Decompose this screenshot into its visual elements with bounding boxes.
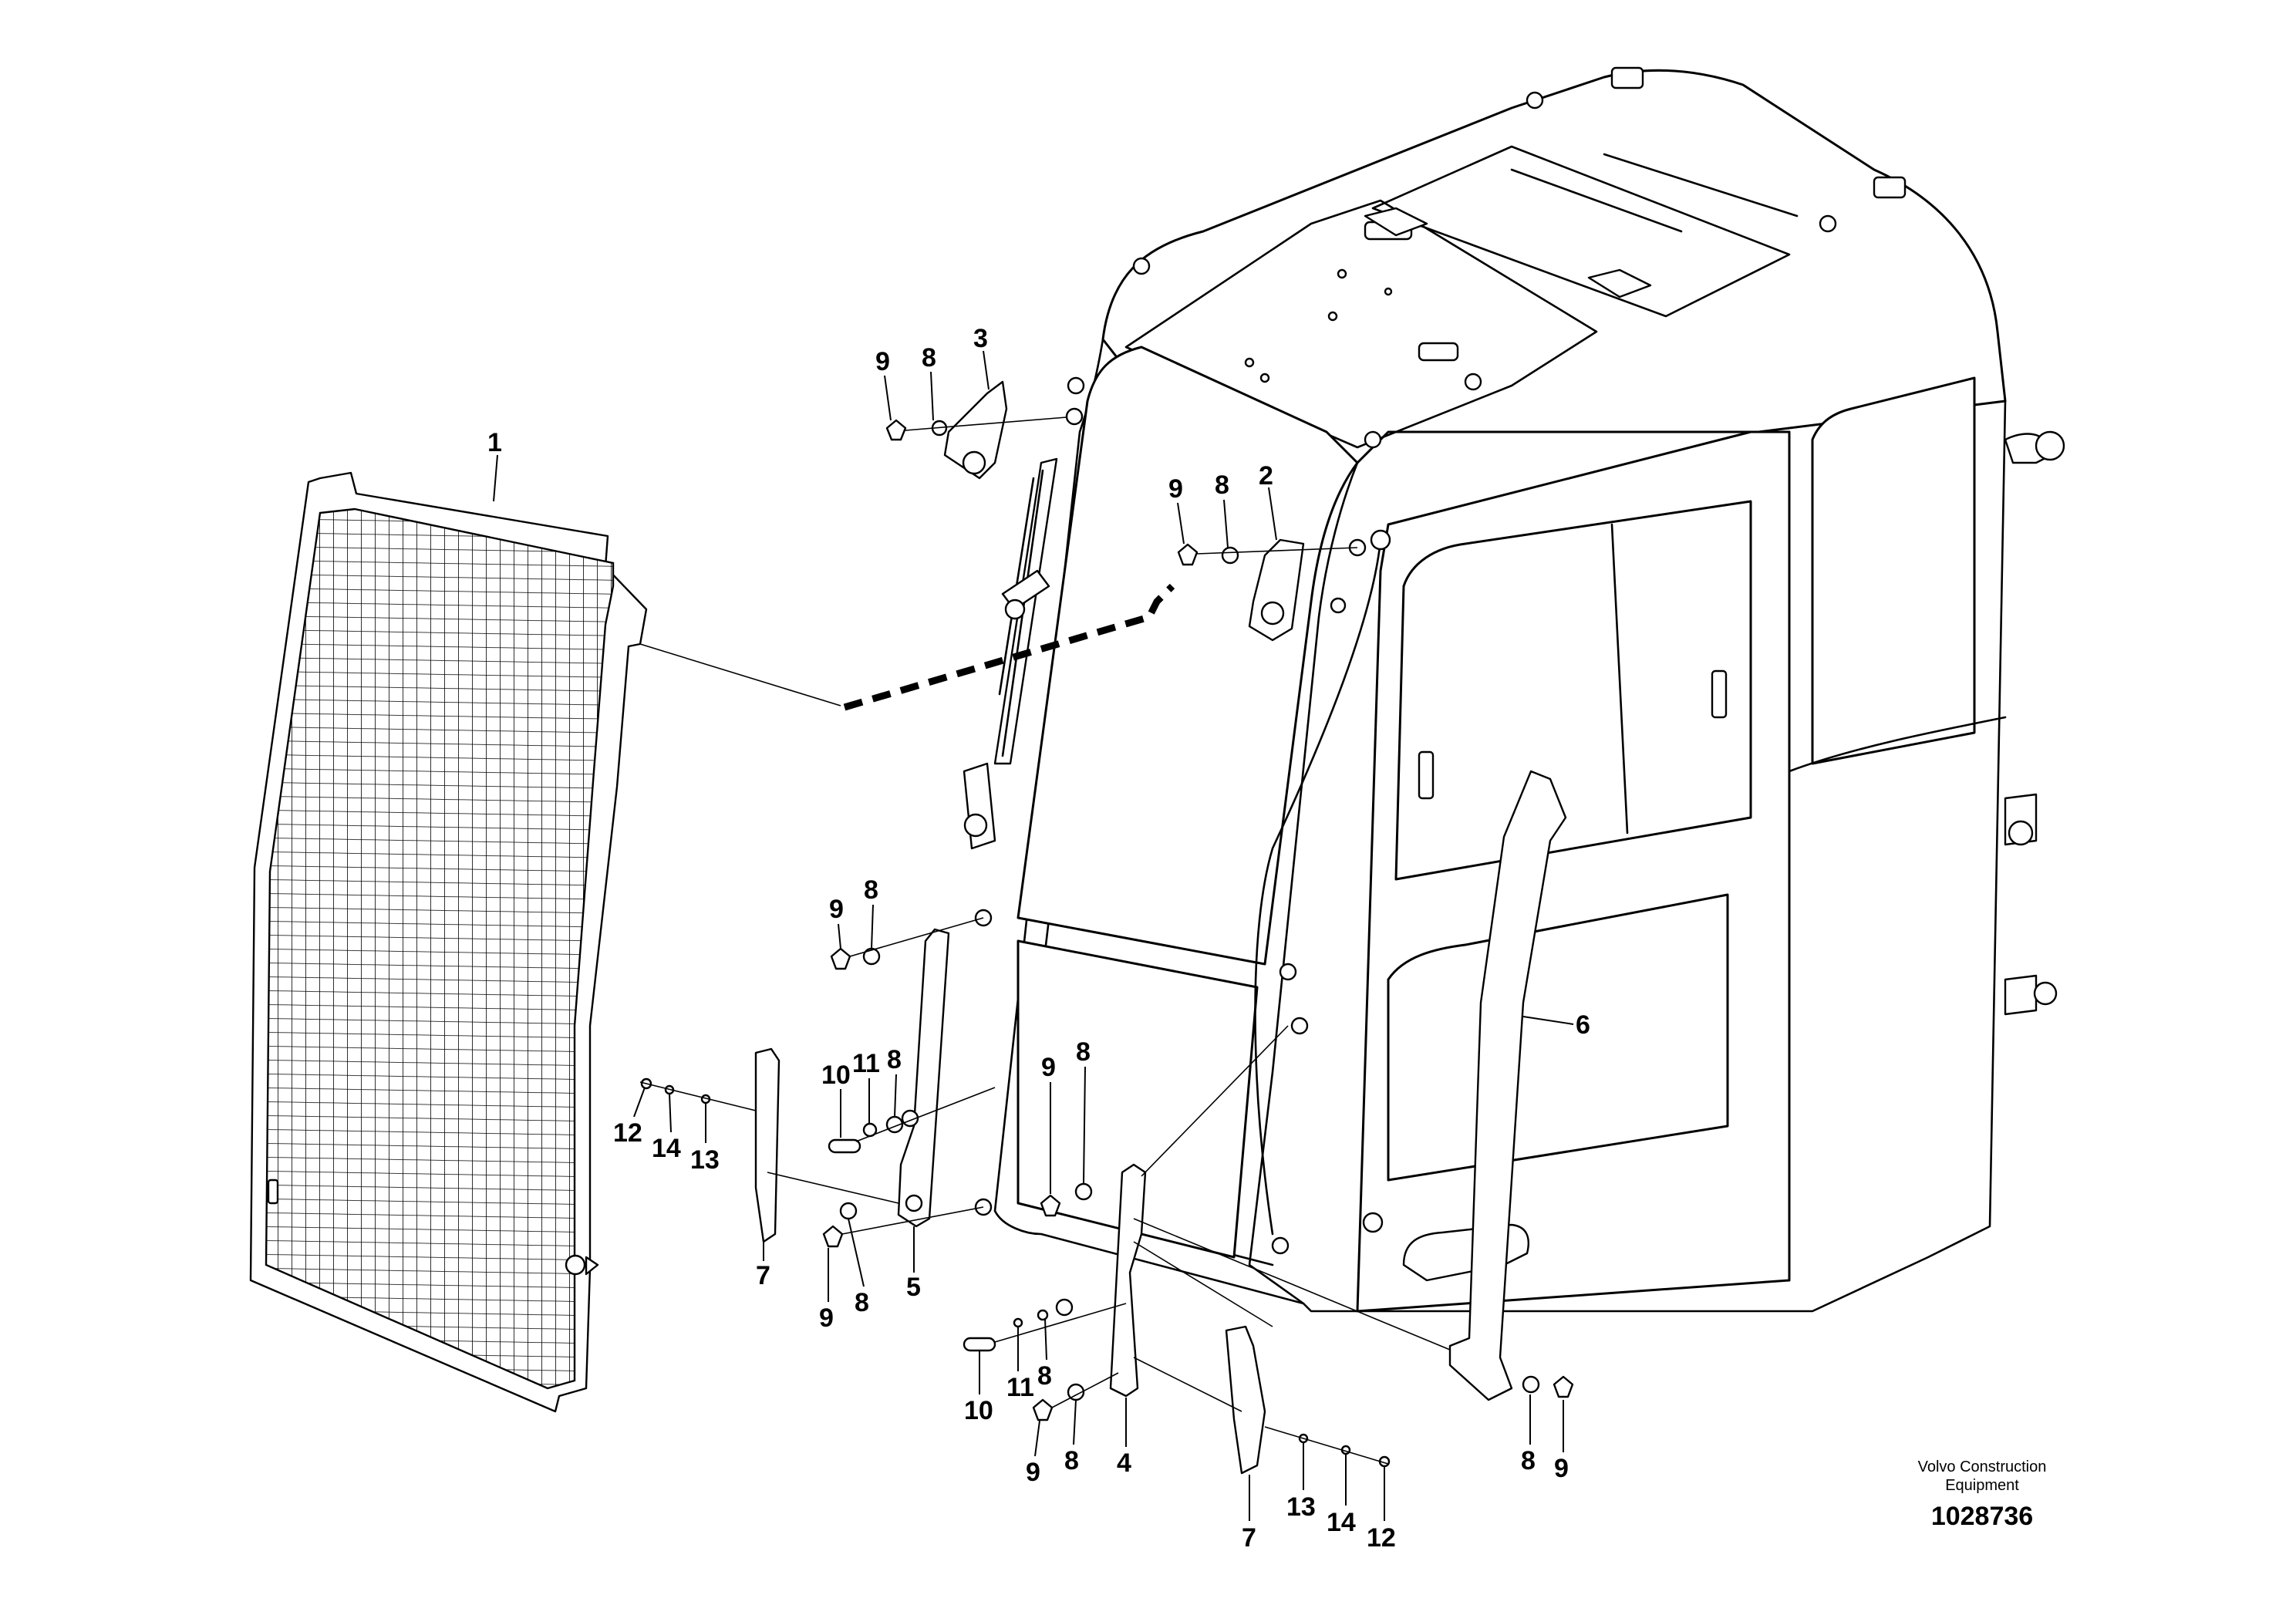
callout-8: 8 — [1215, 470, 1229, 500]
callout-4: 4 — [1117, 1448, 1131, 1478]
callout-9: 9 — [829, 895, 844, 924]
callout-10: 10 — [821, 1061, 851, 1090]
pillar-strip-6 — [1133, 770, 1574, 1401]
callout-labels: 1 3 8 9 2 8 9 9 8 10 11 8 12 14 13 7 9 — [487, 324, 1590, 1553]
front-guard-grid — [249, 471, 648, 1413]
callout-8: 8 — [1521, 1446, 1536, 1475]
callout-8: 8 — [887, 1045, 902, 1074]
callout-13: 13 — [690, 1145, 720, 1175]
callout-9: 9 — [1554, 1454, 1569, 1483]
operator-cab — [974, 66, 2065, 1313]
callout-14: 14 — [1327, 1508, 1356, 1537]
callout-8: 8 — [1037, 1361, 1052, 1391]
callout-9: 9 — [1041, 1053, 1056, 1082]
callout-6: 6 — [1576, 1010, 1590, 1040]
callout-2: 2 — [1259, 461, 1273, 491]
callout-5: 5 — [906, 1273, 921, 1302]
wiper-assembly — [963, 457, 1058, 850]
callout-9: 9 — [819, 1303, 834, 1333]
installation-path — [843, 583, 1175, 711]
callout-9: 9 — [875, 347, 890, 376]
callout-8: 8 — [1076, 1037, 1091, 1067]
publisher-name-line-2: Equipment — [1945, 1477, 2019, 1494]
callout-11: 11 — [1006, 1373, 1034, 1402]
lock-plate-7-upper — [639, 1047, 996, 1243]
side-strip-5 — [822, 917, 984, 1248]
callout-9: 9 — [1026, 1458, 1040, 1487]
callout-9: 9 — [1168, 474, 1183, 504]
publisher-name-line-1: Volvo Construction — [1917, 1458, 2047, 1475]
drawing-number: 1028736 — [1930, 1502, 2034, 1531]
callout-8: 8 — [855, 1288, 869, 1317]
callout-12: 12 — [1367, 1523, 1396, 1553]
callout-11: 11 — [852, 1049, 880, 1078]
callout-10: 10 — [964, 1396, 993, 1425]
callout-8: 8 — [1064, 1446, 1079, 1475]
upper-bracket-2 — [1177, 538, 1358, 642]
callout-3: 3 — [973, 324, 988, 353]
callout-8: 8 — [864, 875, 878, 905]
callout-12: 12 — [613, 1118, 642, 1148]
callout-14: 14 — [652, 1134, 681, 1163]
callout-13: 13 — [1286, 1492, 1316, 1522]
callout-8: 8 — [922, 343, 936, 373]
publisher-block: Volvo Construction Equipment 1028736 — [1882, 1458, 2082, 1533]
lock-plate-7-lower — [1133, 1325, 1391, 1475]
callout-7: 7 — [756, 1261, 770, 1290]
upper-bracket-3 — [885, 380, 1084, 480]
callout-7: 7 — [1242, 1523, 1256, 1553]
callout-1: 1 — [487, 428, 502, 457]
side-strip-4 — [963, 1025, 1289, 1421]
